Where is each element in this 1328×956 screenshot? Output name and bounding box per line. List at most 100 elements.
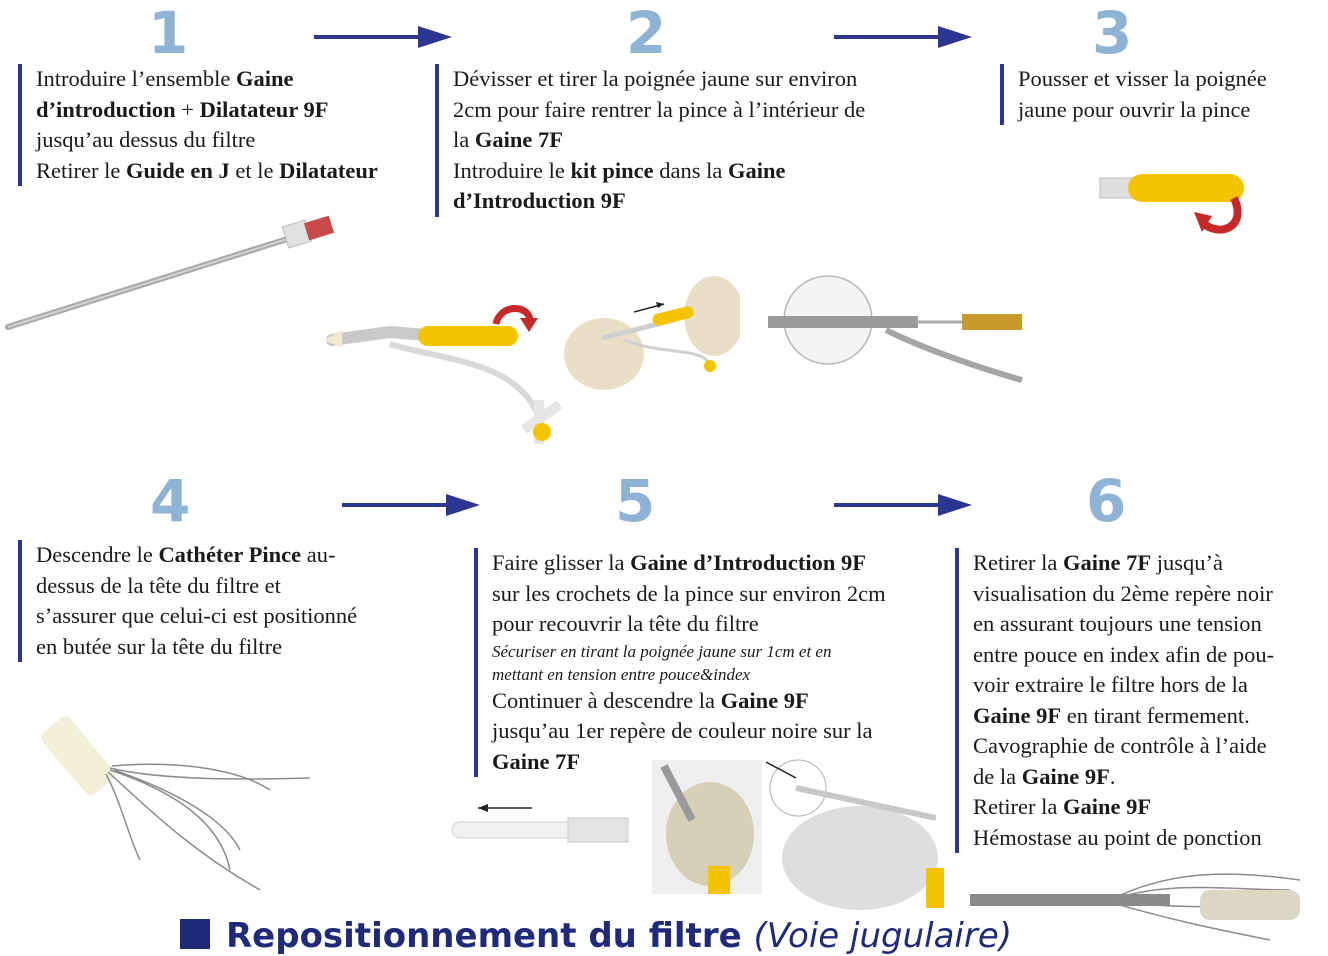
text-run: 2cm pour faire rentrer la pince à l’inté… bbox=[453, 96, 866, 122]
text-run: visualisation du 2ème repère noir bbox=[973, 580, 1273, 606]
right-arrow-icon bbox=[834, 26, 972, 48]
step-line: jusqu’au dessus du filtre bbox=[36, 125, 378, 156]
text-run: . bbox=[1109, 763, 1116, 789]
text-run: de la bbox=[973, 763, 1022, 789]
step-line: Gaine 9F en tirant fermement. bbox=[973, 701, 1274, 732]
text-run: voir extraire le filtre hors de la bbox=[973, 672, 1248, 697]
sheath-tip-illustration bbox=[451, 804, 629, 843]
step-4-text: Descendre le Cathéter Pince au-dessus de… bbox=[18, 540, 357, 662]
bold-term: d’introduction bbox=[36, 96, 176, 122]
bold-term: d’Introduction 9F bbox=[453, 188, 626, 213]
text-run: Descendre le bbox=[36, 542, 159, 567]
extracted-filter-illustration bbox=[970, 873, 1301, 941]
bold-term: Gaine 7F bbox=[492, 748, 581, 774]
step-line: en butée sur la tête du filtre bbox=[36, 632, 357, 663]
text-run: Faire glisser la bbox=[492, 550, 631, 575]
sheath-dilator-illustration bbox=[5, 215, 335, 330]
section-heading: Repositionnement du filtre (Voie jugulai… bbox=[180, 916, 1012, 956]
step-line: entre pouce en index afin de pou- bbox=[973, 640, 1274, 671]
text-run: en assurant toujours une tension bbox=[973, 611, 1262, 636]
text-run: sur les crochets de la pince sur environ… bbox=[492, 580, 886, 606]
step-line: Cavographie de contrôle à l’aide bbox=[973, 731, 1274, 762]
step-line: jaune pour ouvrir la pince bbox=[1018, 95, 1267, 126]
step-line: s’assurer que celui-ci est positionné bbox=[36, 601, 357, 632]
text-run: Retirer le bbox=[36, 157, 126, 183]
step-number-4: 4 bbox=[150, 467, 191, 535]
section-heading-title: Repositionnement du filtre bbox=[226, 916, 742, 956]
step-line: sur les crochets de la pince sur environ… bbox=[492, 579, 886, 610]
text-run: Cavographie de contrôle à l’aide bbox=[973, 733, 1267, 758]
bold-term: Gaine bbox=[727, 157, 786, 183]
bold-term: Dilatateur bbox=[279, 157, 378, 183]
right-arrow-icon bbox=[342, 494, 480, 516]
bold-term: Cathéter Pince bbox=[158, 542, 302, 567]
text-run: Continuer à descendre la bbox=[492, 687, 721, 713]
step-line: Retirer le Guide en J et le Dilatateur bbox=[36, 156, 378, 187]
text-run: s’assurer que celui-ci est positionné bbox=[36, 603, 358, 628]
bold-term: Gaine 9F bbox=[1062, 794, 1152, 819]
hands-kit-photo bbox=[564, 276, 740, 390]
text-run: Retirer la bbox=[973, 794, 1063, 819]
text-run: dans la bbox=[653, 157, 728, 183]
text-run: Introduire le bbox=[453, 157, 571, 183]
text-run: la bbox=[453, 127, 475, 152]
step-2-text: Dévisser et tirer la poignée jaune sur e… bbox=[435, 64, 865, 217]
bold-term: Guide en J bbox=[125, 157, 230, 183]
hand-photo-2 bbox=[766, 759, 944, 910]
step-line: Introduire l’ensemble Gaine bbox=[36, 64, 378, 95]
step-line: Introduire le kit pince dans la Gaine bbox=[453, 156, 865, 187]
step-line: Sécuriser en tirant la poignée jaune sur… bbox=[492, 640, 886, 663]
right-arrow-icon bbox=[314, 26, 452, 48]
step-line: Gaine 7F bbox=[492, 747, 886, 778]
step-line: Continuer à descendre la Gaine 9F bbox=[492, 686, 886, 717]
text-run: entre pouce en index afin de pou- bbox=[973, 641, 1275, 667]
text-run: jusqu’à bbox=[1151, 550, 1223, 575]
text-run: dessus de la tête du filtre et bbox=[36, 572, 281, 598]
bold-term: Gaine 9F bbox=[720, 687, 809, 713]
step-line: 2cm pour faire rentrer la pince à l’inté… bbox=[453, 95, 865, 126]
step-number-6: 6 bbox=[1086, 467, 1127, 535]
text-run: mettant en tension entre pouce&index bbox=[492, 664, 751, 684]
bold-term: Gaine 9F bbox=[973, 702, 1062, 728]
step-line: Descendre le Cathéter Pince au- bbox=[36, 540, 357, 571]
hand-photo-1 bbox=[652, 760, 762, 894]
text-run: pour recouvrir la tête du filtre bbox=[492, 611, 759, 636]
text-run: Dévisser et tirer la poignée jaune sur e… bbox=[453, 66, 858, 91]
bullet-square-icon bbox=[180, 919, 210, 949]
step-line: jusqu’au 1er repère de couleur noire sur… bbox=[492, 716, 886, 747]
section-heading-subtitle: (Voie jugulaire) bbox=[753, 916, 1013, 956]
step-line: d’introduction + Dilatateur 9F bbox=[36, 95, 378, 126]
text-run: Sécuriser en tirant la poignée jaune sur… bbox=[492, 641, 832, 661]
step-line: voir extraire le filtre hors de la bbox=[973, 670, 1274, 701]
yellow-handle-illustration bbox=[1099, 174, 1244, 234]
clamp-kit-illustration bbox=[324, 305, 563, 444]
step-line: Pousser et visser la poignée bbox=[1018, 64, 1267, 95]
step-line: Dévisser et tirer la poignée jaune sur e… bbox=[453, 64, 865, 95]
text-run: jusqu’au 1er repère de couleur noire sur… bbox=[492, 718, 873, 743]
step-line: mettant en tension entre pouce&index bbox=[492, 663, 886, 686]
text-run: jusqu’au dessus du filtre bbox=[36, 127, 256, 152]
step-line: Hémostase au point de ponction bbox=[973, 823, 1274, 854]
filter-catheter-illustration bbox=[40, 716, 311, 891]
text-run: Retirer la bbox=[973, 550, 1063, 575]
bold-term: Gaine 9F bbox=[1021, 763, 1110, 789]
step-line: visualisation du 2ème repère noir bbox=[973, 579, 1274, 610]
step-line: Faire glisser la Gaine d’Introduction 9F bbox=[492, 548, 886, 579]
text-run: Introduire l’ensemble bbox=[36, 66, 236, 91]
right-arrow-icon bbox=[834, 494, 972, 516]
step-number-3: 3 bbox=[1092, 0, 1133, 67]
step-line: dessus de la tête du filtre et bbox=[36, 571, 357, 602]
catheter-zoom-illustration bbox=[768, 275, 1023, 383]
step-number-1: 1 bbox=[148, 0, 189, 67]
step-line: d’Introduction 9F bbox=[453, 186, 865, 217]
bold-term: Dilatateur 9F bbox=[199, 96, 329, 122]
step-line: pour recouvrir la tête du filtre bbox=[492, 609, 886, 640]
step-line: Retirer la Gaine 7F jusqu’à bbox=[973, 548, 1274, 579]
step-number-2: 2 bbox=[626, 0, 667, 67]
text-run: en tirant fermement. bbox=[1061, 702, 1250, 728]
step-line: en assurant toujours une tension bbox=[973, 609, 1274, 640]
step-5-text: Faire glisser la Gaine d’Introduction 9F… bbox=[474, 548, 886, 777]
text-run: jaune pour ouvrir la pince bbox=[1018, 96, 1251, 122]
